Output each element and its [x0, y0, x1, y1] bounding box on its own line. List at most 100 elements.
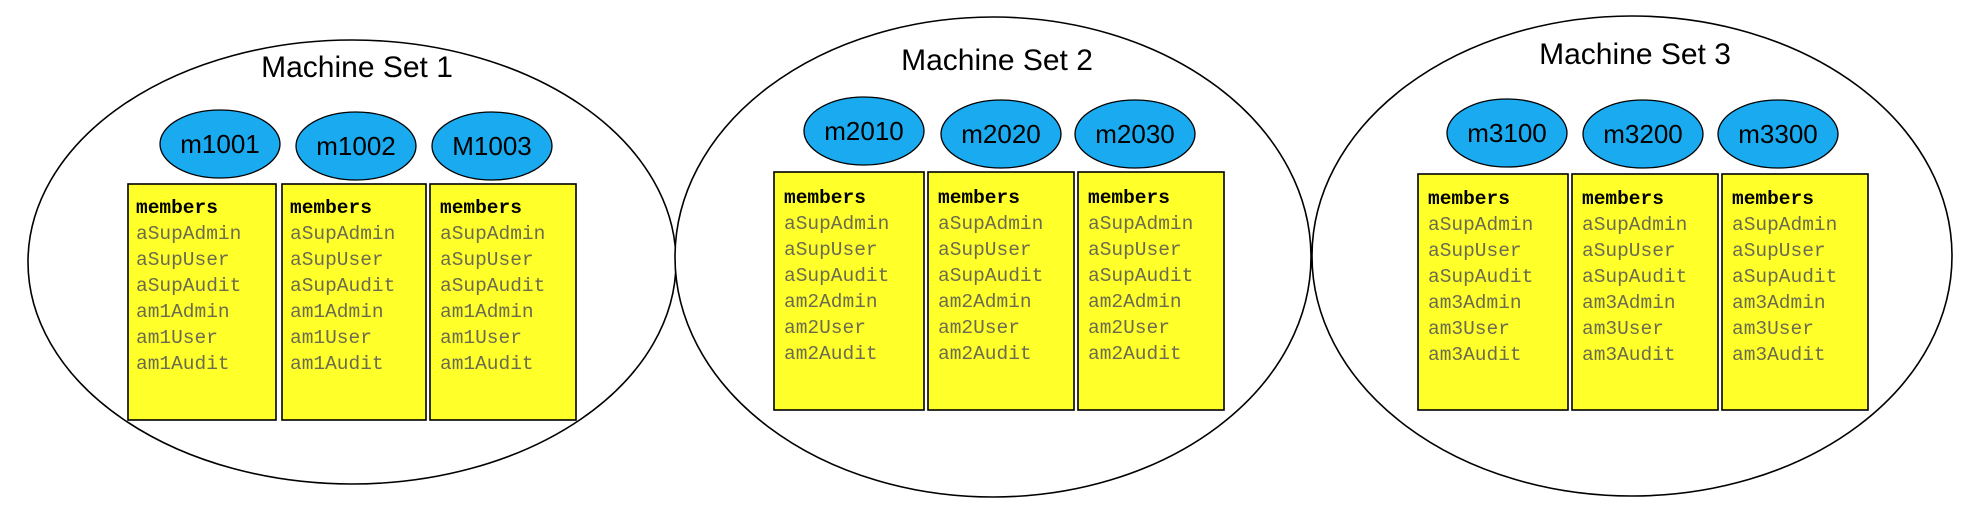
- machine-label: m3300: [1738, 119, 1818, 149]
- machine-M1003: M1003: [431, 111, 553, 181]
- members-box-frame: [429, 183, 577, 421]
- member-entry: am2Audit: [1088, 343, 1182, 365]
- machine-set-3: Machine Set 3 m3100 m3200 m3300 members …: [1311, 15, 1953, 497]
- member-entry: am2User: [938, 317, 1020, 339]
- member-entry: am2User: [1088, 317, 1170, 339]
- machine-m2010: m2010: [803, 96, 925, 166]
- machine-label: m1001: [180, 129, 260, 159]
- members-header: members: [784, 187, 866, 209]
- member-entry: am3Audit: [1582, 344, 1676, 366]
- member-entry: aSupAudit: [784, 265, 889, 287]
- member-entry: am1User: [440, 327, 522, 349]
- member-entry: am3User: [1732, 318, 1814, 340]
- members-box: members aSupAdmin aSupUser aSupAudit am2…: [927, 171, 1075, 411]
- members-box: members aSupAdmin aSupUser aSupAudit am1…: [429, 183, 577, 421]
- machine-label: m3100: [1467, 118, 1547, 148]
- machine-m1002: m1002: [295, 111, 417, 181]
- machine-label: M1003: [452, 131, 532, 161]
- machine-node: [1717, 99, 1839, 169]
- machine-set-1: Machine Set 1 m1001 m1002 M1003 members …: [27, 39, 677, 485]
- member-entry: aSupAudit: [1088, 265, 1193, 287]
- member-entry: am2Admin: [938, 291, 1032, 313]
- member-entry: am1Audit: [440, 353, 534, 375]
- machine-label: m3200: [1603, 119, 1683, 149]
- members-header: members: [938, 187, 1020, 209]
- member-entry: aSupUser: [440, 249, 534, 271]
- machine-m3300: m3300: [1717, 99, 1839, 169]
- machine-m1001: m1001: [159, 109, 281, 179]
- member-entry: am1Admin: [440, 301, 534, 323]
- member-entry: am1Admin: [136, 301, 230, 323]
- members-box-frame: [1721, 173, 1869, 411]
- members-box-frame: [927, 171, 1075, 411]
- member-entry: am3Audit: [1732, 344, 1826, 366]
- machine-set-title: Machine Set 1: [261, 51, 453, 84]
- member-entry: aSupAudit: [290, 275, 395, 297]
- members-header: members: [1428, 188, 1510, 210]
- machine-node: [159, 109, 281, 179]
- member-entry: am1Audit: [290, 353, 384, 375]
- members-box: members aSupAdmin aSupUser aSupAudit am1…: [281, 183, 427, 421]
- machine-node: [1074, 99, 1196, 169]
- member-entry: am1User: [290, 327, 372, 349]
- member-entry: aSupAdmin: [938, 213, 1043, 235]
- machine-set-title: Machine Set 2: [901, 44, 1093, 77]
- member-entry: aSupAudit: [136, 275, 241, 297]
- machine-m3100: m3100: [1446, 98, 1568, 168]
- member-entry: aSupUser: [1088, 239, 1182, 261]
- member-entry: aSupUser: [136, 249, 230, 271]
- machine-m2020: m2020: [940, 99, 1062, 169]
- member-entry: am1User: [136, 327, 218, 349]
- members-box: members aSupAdmin aSupUser aSupAudit am3…: [1571, 173, 1719, 411]
- member-entry: aSupAdmin: [1428, 214, 1533, 236]
- member-entry: aSupAdmin: [1582, 214, 1687, 236]
- machine-label: m1002: [316, 131, 396, 161]
- machine-set-title: Machine Set 3: [1539, 38, 1731, 71]
- members-box-frame: [281, 183, 427, 421]
- member-entry: aSupUser: [1428, 240, 1522, 262]
- members-header: members: [1732, 188, 1814, 210]
- machine-node: [295, 111, 417, 181]
- member-entry: am2Audit: [938, 343, 1032, 365]
- member-entry: aSupAudit: [1428, 266, 1533, 288]
- machine-label: m2030: [1095, 119, 1175, 149]
- members-header: members: [1088, 187, 1170, 209]
- machine-m3200: m3200: [1582, 99, 1704, 169]
- members-box-frame: [773, 171, 925, 411]
- machine-node: [1582, 99, 1704, 169]
- member-entry: aSupUser: [784, 239, 878, 261]
- member-entry: am3Audit: [1428, 344, 1522, 366]
- member-entry: am2Admin: [1088, 291, 1182, 313]
- member-entry: am3User: [1582, 318, 1664, 340]
- member-entry: aSupAudit: [1732, 266, 1837, 288]
- member-entry: am3Admin: [1732, 292, 1826, 314]
- members-box: members aSupAdmin aSupUser aSupAudit am1…: [127, 183, 277, 421]
- machine-node: [431, 111, 553, 181]
- member-entry: aSupAdmin: [440, 223, 545, 245]
- machine-node: [803, 96, 925, 166]
- members-box: members aSupAdmin aSupUser aSupAudit am3…: [1417, 173, 1569, 411]
- member-entry: am3Admin: [1428, 292, 1522, 314]
- members-header: members: [1582, 188, 1664, 210]
- machine-m2030: m2030: [1074, 99, 1196, 169]
- member-entry: aSupUser: [938, 239, 1032, 261]
- member-entry: aSupUser: [1582, 240, 1676, 262]
- member-entry: am3User: [1428, 318, 1510, 340]
- member-entry: aSupAdmin: [1732, 214, 1837, 236]
- members-box: members aSupAdmin aSupUser aSupAudit am3…: [1721, 173, 1869, 411]
- members-box-frame: [1077, 171, 1225, 411]
- machine-node: [1446, 98, 1568, 168]
- machine-label: m2020: [961, 119, 1041, 149]
- machine-set-2: Machine Set 2 m2010 m2020 m2030 members …: [674, 16, 1312, 498]
- member-entry: am2Admin: [784, 291, 878, 313]
- members-header: members: [440, 197, 522, 219]
- member-entry: am2User: [784, 317, 866, 339]
- members-header: members: [136, 197, 218, 219]
- member-entry: aSupUser: [1732, 240, 1826, 262]
- member-entry: am3Admin: [1582, 292, 1676, 314]
- members-box: members aSupAdmin aSupUser aSupAudit am2…: [1077, 171, 1225, 411]
- member-entry: aSupAudit: [938, 265, 1043, 287]
- member-entry: aSupAdmin: [784, 213, 889, 235]
- members-box-frame: [127, 183, 277, 421]
